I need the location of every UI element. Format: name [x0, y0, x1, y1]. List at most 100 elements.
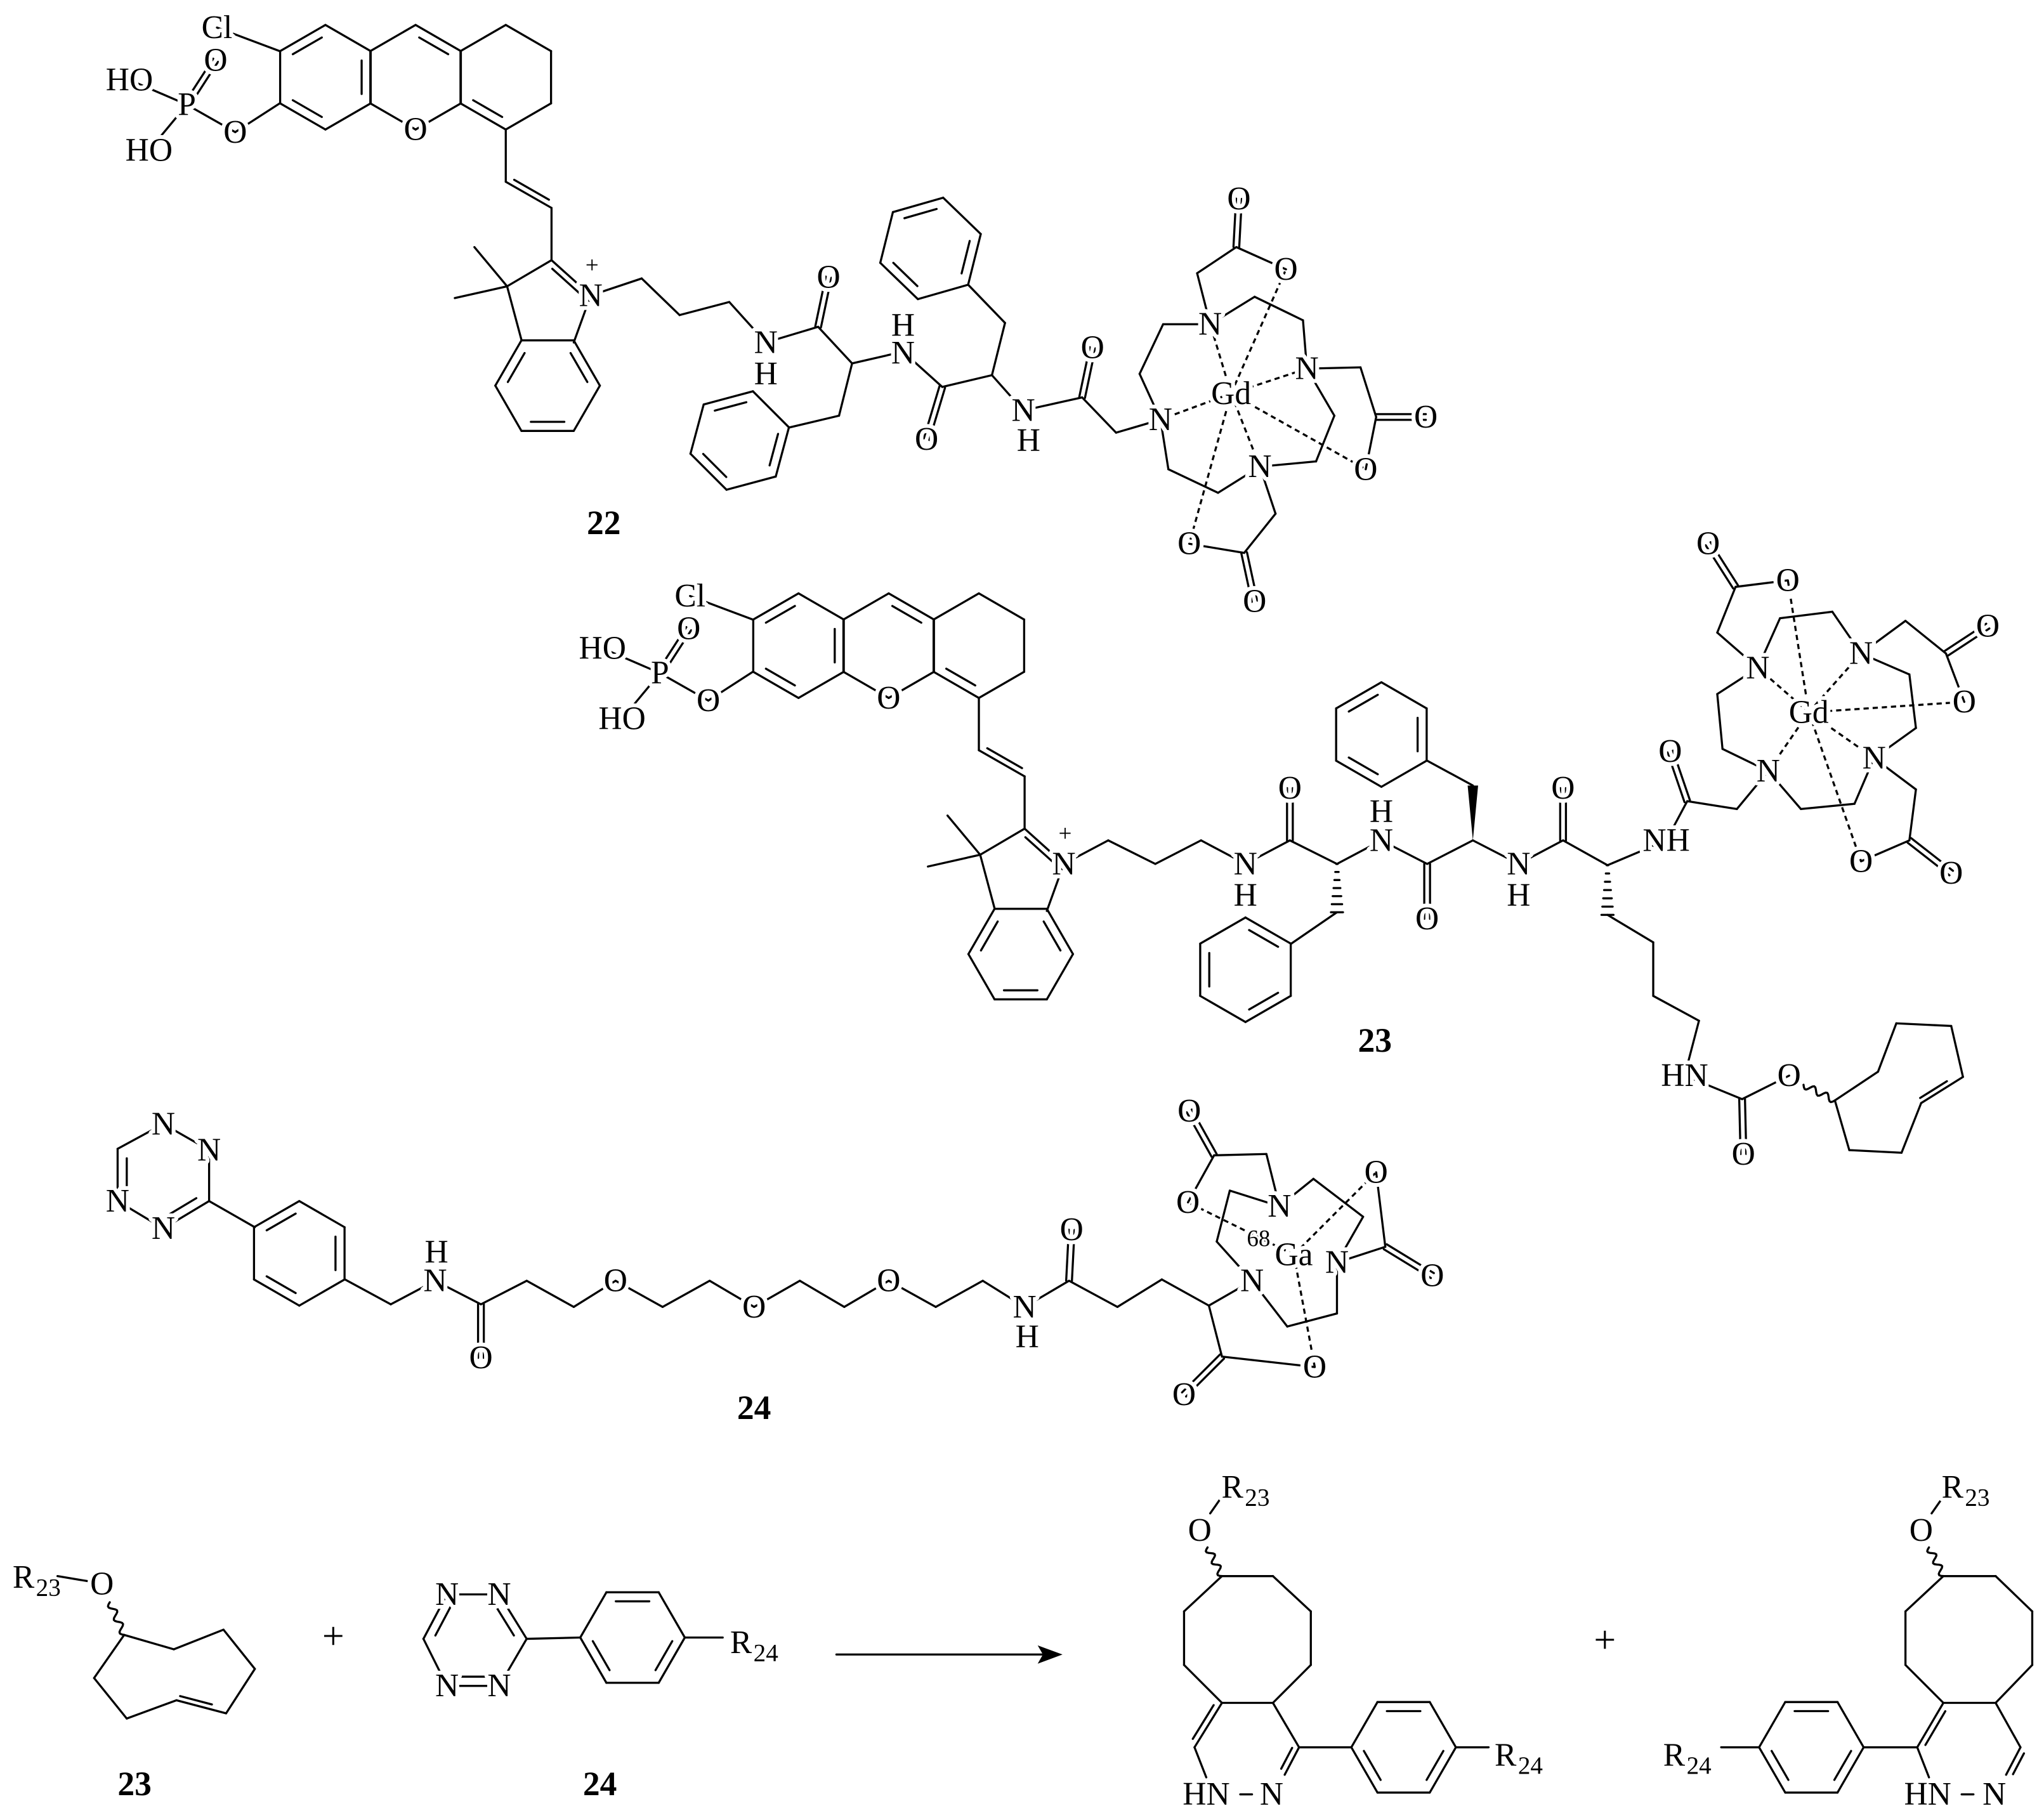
- ring-bond: [702, 390, 754, 406]
- bond: [843, 1279, 890, 1308]
- compound-number-24: 24: [737, 1389, 771, 1427]
- wavy-bond: [1802, 1083, 1837, 1104]
- atom-label: O: [677, 611, 700, 647]
- atom-label: H: [754, 356, 778, 392]
- bond: [1215, 1240, 1254, 1282]
- substituent-subscript: 23: [1965, 1484, 1989, 1512]
- bond: [1359, 366, 1377, 419]
- bond: [979, 827, 1026, 856]
- double-bond: [1193, 1701, 1223, 1749]
- bond: [1859, 839, 1911, 863]
- atom-label: O: [1551, 770, 1575, 806]
- bond: [390, 1279, 436, 1305]
- substituent-label: R: [1495, 1737, 1517, 1773]
- ring-bond: [369, 23, 417, 53]
- ring-double-bond: [1248, 991, 1280, 1011]
- substituent-label: R: [1221, 1469, 1243, 1505]
- bond: [1081, 396, 1117, 434]
- atom-label: O: [604, 1263, 627, 1299]
- coordination-bond: [1808, 711, 1875, 759]
- ring-bond: [278, 102, 327, 131]
- atom-label: O: [1365, 1154, 1388, 1191]
- ring-bond: [1045, 953, 1074, 1001]
- double-bond: [1065, 1228, 1070, 1282]
- bond: [148, 103, 188, 152]
- ring-bond: [1950, 1024, 1964, 1078]
- double-bond: [1705, 544, 1734, 590]
- compound-number-22: 22: [587, 504, 621, 542]
- bond: [128, 79, 188, 106]
- atom-label: O: [915, 421, 938, 457]
- ring-bond: [967, 953, 996, 1001]
- double-bond: [1943, 622, 1988, 653]
- arrow-head-icon: [1037, 1645, 1063, 1664]
- bond: [454, 285, 508, 299]
- ring-bond: [572, 384, 601, 432]
- bond: [1517, 839, 1564, 865]
- bond: [185, 103, 237, 133]
- bond: [901, 350, 943, 388]
- ring-double-bond: [179, 1695, 213, 1706]
- bond: [1779, 610, 1833, 620]
- ring-bond: [1995, 1575, 2034, 1612]
- ring-double-bond: [291, 99, 323, 119]
- ring-bond: [504, 102, 553, 131]
- atom-label: O: [1177, 526, 1201, 562]
- atom-label: O: [1415, 901, 1439, 937]
- ring-double-bond: [1363, 1749, 1382, 1781]
- atom-label: N: [1295, 351, 1319, 387]
- atom-label: HN: [1183, 1776, 1229, 1812]
- atom-label: O: [1060, 1212, 1084, 1248]
- ring-double-bond: [1425, 1749, 1445, 1781]
- ring-bond: [1183, 1575, 1223, 1612]
- ring-bond: [1920, 1076, 1964, 1104]
- ring-bond: [775, 426, 790, 478]
- ring-bond: [797, 670, 845, 699]
- bond: [1207, 1279, 1254, 1307]
- ring-bond: [967, 908, 996, 955]
- bond: [934, 1279, 984, 1308]
- bond: [480, 1279, 528, 1305]
- atom-label: O: [1976, 608, 2000, 644]
- coordination-bond: [1807, 712, 1863, 862]
- coordination-bond: [1757, 667, 1810, 714]
- coordination-bond: [1809, 700, 1965, 714]
- atom-label: N: [754, 324, 778, 360]
- coordination-bond: [1231, 367, 1307, 395]
- atom-label: N: [487, 1668, 511, 1704]
- atom-label: HO: [126, 133, 173, 169]
- bond: [837, 362, 853, 417]
- bond: [1908, 673, 1917, 729]
- atom-label: N: [197, 1132, 221, 1168]
- atom-label: HN: [1661, 1057, 1708, 1094]
- atom-label: N: [1746, 650, 1769, 686]
- bond: [689, 594, 754, 621]
- bond: [1290, 911, 1339, 945]
- ring-bond: [842, 592, 890, 621]
- atom-label: N: [1234, 846, 1257, 882]
- bond: [1306, 366, 1362, 370]
- bond: [888, 1279, 937, 1308]
- ring-bond: [1429, 1746, 1457, 1794]
- ring-bond: [173, 1628, 225, 1651]
- coordination-bond: [1293, 1171, 1377, 1256]
- ring-bond: [1900, 1102, 1922, 1154]
- bond: [1116, 1278, 1163, 1308]
- double-bond: [1738, 1098, 1742, 1156]
- ring-bond: [116, 1123, 165, 1150]
- atom-label: O: [877, 1263, 900, 1299]
- ring-double-bond: [265, 1212, 297, 1232]
- ring-bond: [752, 390, 790, 429]
- atom-label: N: [1849, 636, 1873, 672]
- bond: [1873, 757, 1917, 791]
- ring-bond: [978, 670, 1026, 699]
- ring-bond: [1380, 681, 1428, 710]
- ring-bond: [162, 1123, 211, 1151]
- ring-bond: [933, 670, 980, 699]
- atom-label: Cl: [674, 578, 705, 614]
- bond: [1200, 839, 1247, 865]
- bond: [1908, 788, 1917, 842]
- double-bond: [2005, 1746, 2022, 1776]
- bond: [1063, 839, 1110, 865]
- double-bond: [656, 625, 688, 673]
